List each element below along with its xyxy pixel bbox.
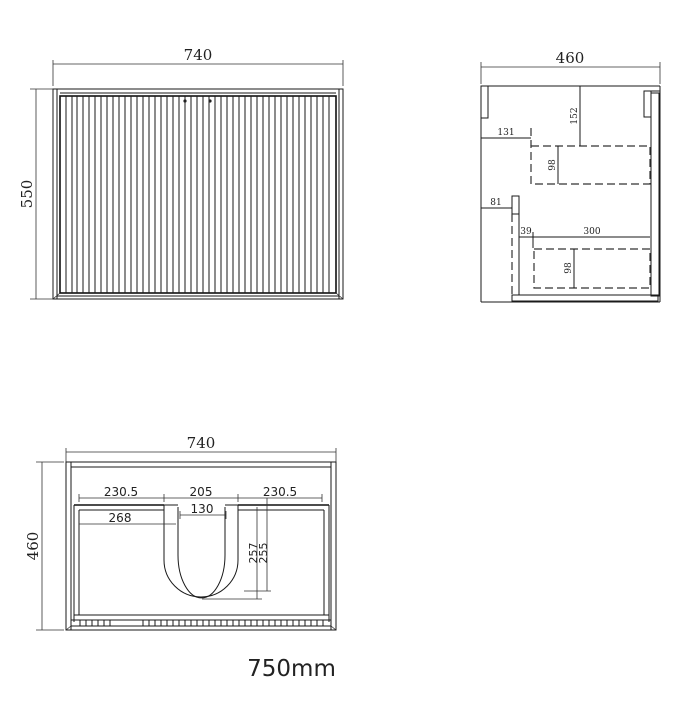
plan-depth-label: 460 bbox=[24, 532, 42, 561]
dim-255: 255 bbox=[257, 543, 270, 564]
dim-98-bottom: 98 bbox=[564, 262, 574, 274]
size-caption-text: 750mm bbox=[247, 656, 336, 682]
front-elevation: 740 550 bbox=[18, 46, 344, 300]
dim-81: 81 bbox=[490, 198, 501, 208]
dim-39: 39 bbox=[520, 227, 532, 237]
dim-257: 257 bbox=[247, 543, 260, 564]
dim-268: 268 bbox=[109, 511, 132, 525]
dim-205: 205 bbox=[190, 485, 213, 499]
plan-slat-ticks bbox=[79, 620, 324, 626]
side-depth-label: 460 bbox=[556, 49, 585, 67]
tap-hole-marker bbox=[208, 99, 212, 103]
dim-300: 300 bbox=[583, 227, 600, 237]
front-height-label: 550 bbox=[18, 180, 36, 209]
dim-230-5-left: 230.5 bbox=[104, 485, 138, 499]
front-width-label: 740 bbox=[184, 46, 213, 64]
size-caption: 750mm bbox=[0, 656, 583, 682]
dim-130: 130 bbox=[191, 502, 214, 516]
dim-98-top: 98 bbox=[548, 159, 558, 171]
dim-131: 131 bbox=[497, 128, 514, 138]
side-elevation: 460 152 131 98 81 39 300 98 bbox=[480, 49, 661, 303]
dim-152: 152 bbox=[570, 107, 580, 124]
plan-view: 740 460 230.5 205 230.5 bbox=[24, 434, 337, 631]
door-slats bbox=[65, 96, 330, 293]
dim-230-5-right: 230.5 bbox=[263, 485, 297, 499]
tap-hole-marker bbox=[183, 99, 187, 103]
plan-width-label: 740 bbox=[187, 434, 216, 452]
